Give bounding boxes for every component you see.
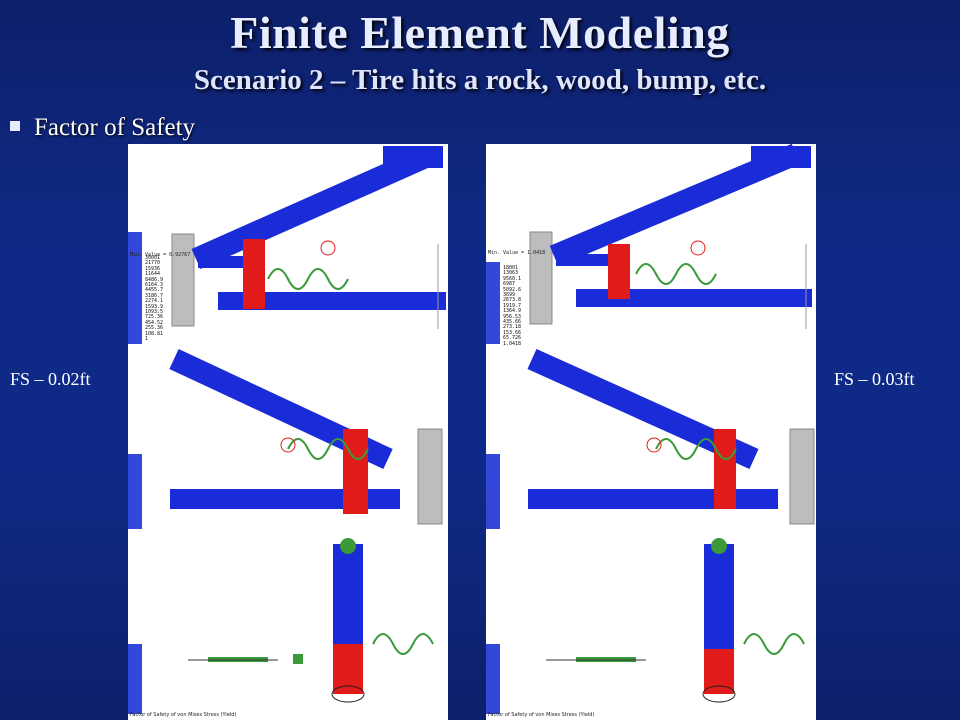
legend-value: 1919.7 — [503, 302, 522, 309]
legend-value: 3699 — [503, 292, 516, 299]
bullet-factor-of-safety: Factor of Safety — [10, 114, 195, 142]
fea-view-bottom-right — [486, 538, 805, 714]
fea-view-bottom-left — [128, 538, 434, 714]
slide-subtitle: Scenario 2 – Tire hits a rock, wood, bum… — [193, 64, 767, 96]
legend-bar — [486, 262, 500, 344]
fea-view-top-left — [128, 145, 446, 344]
legend-value: 30001 — [145, 255, 161, 261]
legend-value: 255.36 — [145, 325, 164, 332]
legend-value: 2673.8 — [503, 297, 522, 304]
legend-value: 1093.5 — [145, 309, 164, 316]
legend-value: 13063 — [503, 270, 519, 277]
legend-value: 3186.7 — [145, 292, 164, 299]
fs-left-label: FS – 0.02ft — [10, 369, 91, 389]
legend-value: 153.66 — [503, 329, 522, 336]
legend-value: 2274.1 — [145, 298, 164, 305]
legend-value: 6164.3 — [145, 282, 164, 289]
legend-value: 273.18 — [503, 324, 522, 331]
legend-value: 1.0418 — [503, 340, 522, 347]
fs-right-label: FS – 0.03ft — [834, 369, 915, 389]
legend-value: 956.53 — [503, 313, 522, 320]
legend-value: 9560.1 — [503, 275, 522, 282]
fea-panel-left: Min. Value = 0.92767 — [128, 144, 448, 720]
legend-value: 1593.9 — [145, 303, 164, 310]
legend-min-value-left: Min. Value = 0.92767 — [130, 252, 190, 258]
legend-value: 725.36 — [145, 314, 164, 321]
legend-value: 1 — [145, 336, 149, 343]
legend-footer-right: Factor of Safety of von Mises Stress (Yi… — [488, 712, 595, 718]
legend-min-value-text: Min. Value = 0.92767 — [130, 252, 191, 258]
legend-value: 5092.6 — [503, 286, 522, 293]
legend-value: 65.726 — [503, 335, 522, 342]
legend-value: 18001 — [503, 265, 519, 271]
fea-view-top-right — [486, 144, 812, 344]
legend-value: 8486.9 — [145, 276, 164, 283]
legend-value: 15936 — [145, 265, 161, 272]
slide-title: Finite Element Modeling — [230, 7, 730, 58]
legend-value: 454.52 — [145, 319, 164, 326]
fea-view-mid-left — [128, 349, 443, 529]
bullet-text: Factor of Safety — [34, 114, 196, 141]
legend-value: 108.81 — [145, 330, 164, 337]
bullet-square-icon — [10, 121, 20, 132]
fea-panel-right: Min. Value = 1.0418 — [486, 144, 816, 720]
legend-value: 21770 — [145, 260, 161, 267]
legend-min-value-right: Min. Value = 1.0418 — [488, 250, 545, 256]
legend-value: 4455.7 — [145, 287, 164, 294]
legend-value: 11644 — [145, 271, 161, 278]
legend-footer-left: Factor of Safety of von Mises Stress (Yi… — [130, 712, 237, 718]
fea-view-mid-right — [486, 349, 815, 529]
legend-value: 1364.9 — [503, 308, 522, 315]
legend-bar — [128, 232, 142, 344]
legend-min-value-text: Min. Value = 1.0418 — [488, 250, 546, 256]
legend-value: 6987 — [503, 281, 516, 288]
legend-value: 435.66 — [503, 319, 522, 326]
